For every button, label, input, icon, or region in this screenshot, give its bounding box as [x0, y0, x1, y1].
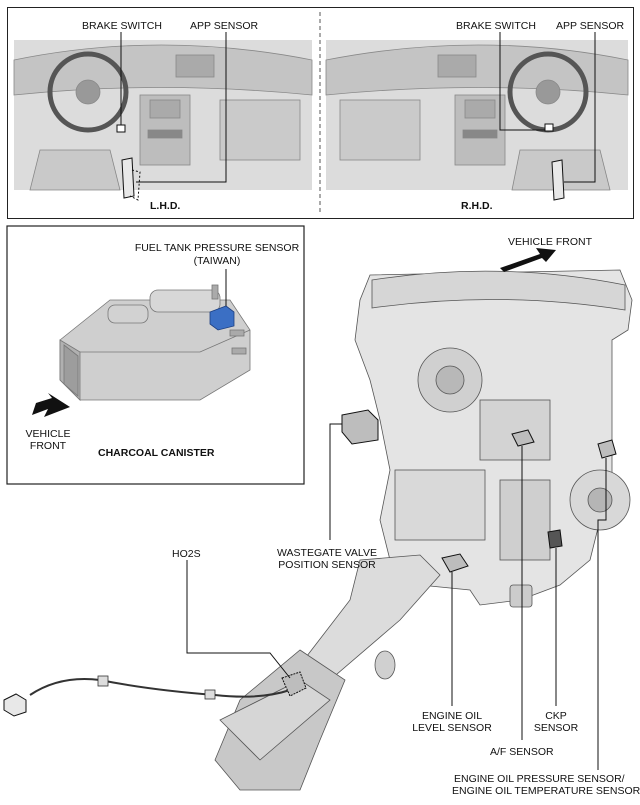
af-sensor-label: A/F SENSOR	[490, 746, 554, 758]
lhd-app-sensor-leader	[136, 32, 227, 183]
fuel-tank-sensor-label-line1: FUEL TANK PRESSURE SENSOR	[134, 242, 300, 254]
rhd-app-sensor-leader	[564, 32, 596, 183]
lhd-brake-switch-marker	[116, 124, 126, 133]
engine-vehicle-front-label: VEHICLE FRONT	[508, 236, 593, 248]
engine-vehicle-front-arrow	[500, 248, 556, 272]
ho2s-label: HO2S	[172, 548, 201, 560]
rhd-dashboard-illustration	[325, 40, 629, 191]
rhd-app-sensor-pedal	[551, 159, 565, 201]
engine-illustration	[354, 269, 633, 608]
charcoal-canister-illustration	[59, 284, 251, 401]
rhd-brake-switch-marker	[544, 123, 554, 132]
rhd-app-sensor-label: APP SENSOR	[556, 20, 625, 32]
lhd-brake-switch-label: BRAKE SWITCH	[82, 20, 162, 32]
lhd-app-sensor-pedal	[121, 157, 135, 199]
ho2s-cable	[29, 678, 291, 698]
canister-caption: CHARCOAL CANISTER	[98, 447, 215, 459]
wastegate-valve-sensor	[341, 409, 379, 445]
lhd-dashboard-illustration	[13, 40, 313, 191]
dashboard-panel	[7, 7, 634, 219]
wastegate-leader	[329, 423, 342, 540]
canister-panel-frame	[6, 225, 305, 485]
lhd-app-sensor-label: APP SENSOR	[190, 20, 259, 32]
oil-pressure-sensor	[597, 439, 617, 459]
rhd-brake-switch-leader	[499, 32, 545, 131]
ckp-sensor	[547, 529, 563, 549]
ckp-label-line2: SENSOR	[533, 722, 579, 734]
wastegate-label-line2: POSITION SENSOR	[278, 559, 376, 571]
rhd-brake-switch-label: BRAKE SWITCH	[456, 20, 536, 32]
wastegate-label-line1: WASTEGATE VALVE	[277, 547, 377, 559]
canister-vehicle-front-arrow	[32, 393, 70, 417]
oil-pressure-label-line2: ENGINE OIL TEMPERATURE SENSOR	[452, 785, 640, 797]
ckp-label-line1: CKP	[545, 710, 567, 722]
oil-level-label-line2: LEVEL SENSOR	[412, 722, 492, 734]
ho2s-sensor	[281, 671, 307, 697]
lhd-caption: L.H.D.	[150, 200, 181, 212]
oil-pressure-label-line1: ENGINE OIL PRESSURE SENSOR/	[454, 773, 625, 785]
canister-vehicle-front-line2: FRONT	[29, 440, 67, 452]
fuel-tank-sensor-label-line2: (TAIWAN)	[193, 255, 241, 267]
oil-level-sensor	[441, 553, 469, 573]
ho2s-connector	[3, 693, 27, 717]
oil-pressure-leader	[597, 458, 607, 770]
rhd-caption: R.H.D.	[461, 200, 493, 212]
oil-level-label-line1: ENGINE OIL	[421, 710, 483, 722]
ho2s-leader	[186, 560, 291, 679]
af-sensor	[511, 429, 535, 447]
canister-vehicle-front-line1: VEHICLE	[25, 428, 71, 440]
exhaust-illustration	[214, 554, 441, 791]
